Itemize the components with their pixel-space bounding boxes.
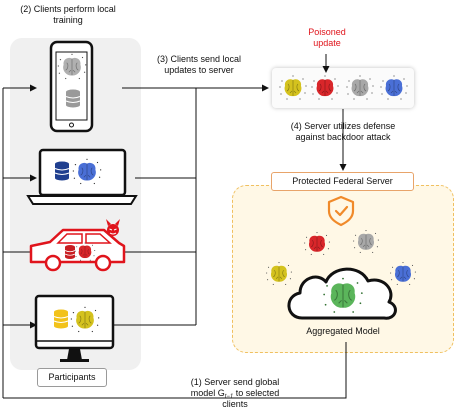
shield-check-icon (327, 195, 355, 227)
update-red-brain-icon (311, 75, 339, 100)
send-updates-label-2: updates to server (164, 65, 234, 75)
server-gray-brain-icon (353, 230, 379, 254)
laptop-device (26, 148, 138, 205)
update-blue-brain-icon (380, 75, 408, 100)
yellow-database-icon (53, 309, 69, 329)
monitor-device (34, 294, 115, 362)
local-training-label-1: (2) Clients perform local (20, 4, 116, 14)
send-global-label-2: model Gt−1 to selected (191, 388, 280, 400)
send-global-label-3: clients (222, 399, 248, 409)
aggregated-model-label: Aggregated Model (306, 326, 380, 336)
poisoned-label-2: update (313, 38, 341, 48)
defense-label-2: against backdoor attack (295, 132, 391, 142)
poisoned-label-1: Poisoned (308, 27, 346, 37)
server-red-brain-icon (304, 232, 330, 256)
update-yellow-brain-icon (279, 75, 307, 100)
server-yellow-brain-icon (266, 262, 292, 286)
car-device (29, 219, 126, 272)
update-gray-brain-icon (346, 75, 374, 100)
server-blue-brain-icon (390, 262, 416, 286)
local-training-label-2: training (53, 15, 83, 25)
send-global-label-1: (1) Server send global (191, 377, 280, 387)
connector-lines (2, 54, 347, 399)
gray-database-icon (65, 89, 81, 108)
server-to-clients-line (3, 342, 347, 399)
red-database-icon (64, 245, 76, 259)
protected-server-title: Protected Federal Server (271, 172, 414, 191)
defense-label-1: (4) Server utilizes defense (291, 121, 396, 131)
send-updates-label-1: (3) Clients send local (157, 54, 241, 64)
blue-database-icon (54, 161, 70, 181)
smartphone-device (49, 40, 94, 133)
participants-label: Participants (37, 368, 107, 387)
received-updates-row (279, 75, 408, 100)
devil-icon (106, 219, 120, 236)
